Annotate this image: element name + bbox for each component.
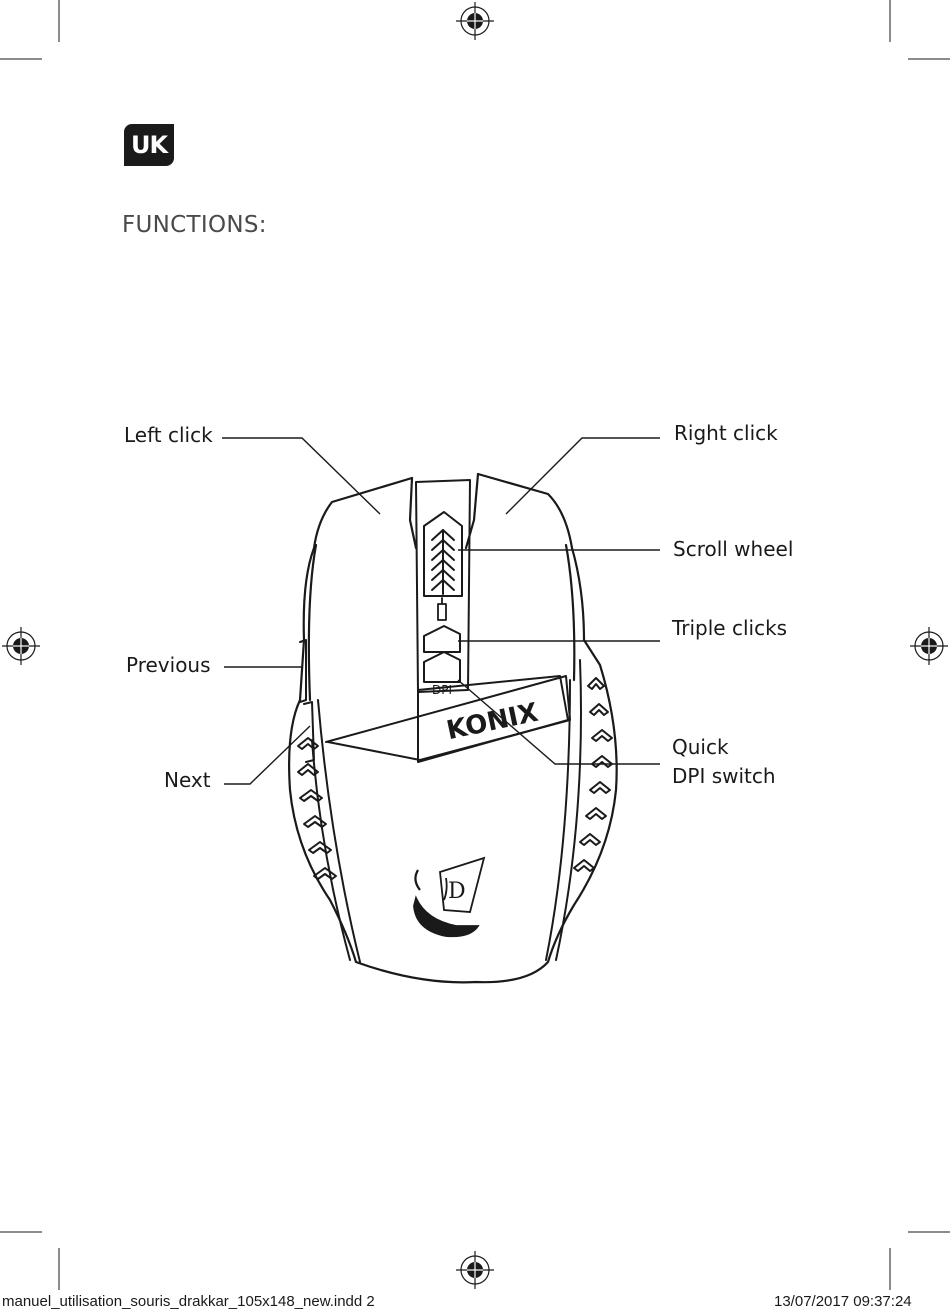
callout-right-click: Right click <box>674 421 778 445</box>
logo-plate <box>417 675 569 763</box>
callout-triple-clicks: Triple clicks <box>672 616 788 640</box>
registration-mark-icon <box>2 627 40 665</box>
dpi-label: DPI <box>432 683 452 697</box>
leader-left-click <box>222 437 381 515</box>
footer-timestamp: 13/07/2017 09:37:24 <box>774 1293 912 1310</box>
scroll-wheel-outline <box>423 511 463 597</box>
left-button-outline <box>408 476 418 550</box>
svg-text:D: D <box>448 879 466 904</box>
right-button-outline <box>464 472 480 550</box>
leader-quick-dpi <box>457 679 660 765</box>
registration-mark-icon <box>456 2 494 40</box>
callout-leader-lines <box>222 437 660 785</box>
chevron-up-icon <box>573 677 613 872</box>
callout-scroll-wheel: Scroll wheel <box>673 537 794 561</box>
center-panel <box>415 479 471 693</box>
chevron-up-icon <box>297 737 337 880</box>
section-title: FUNCTIONS: <box>122 212 267 238</box>
footer-filename: manuel_utilisation_souris_drakkar_105x14… <box>2 1293 375 1310</box>
leader-right-click <box>505 437 660 515</box>
callout-next: Next <box>164 768 211 792</box>
registration-mark-icon <box>456 1251 494 1289</box>
scroll-wheel-chevrons <box>431 529 455 595</box>
registration-mark-icon <box>910 627 948 665</box>
leader-next <box>224 725 311 785</box>
previous-side-button <box>299 639 307 703</box>
drakkar-ship-logo-icon: D <box>413 856 486 938</box>
callout-previous: Previous <box>126 653 211 677</box>
mouse-body-outline <box>288 472 618 984</box>
language-badge: UK <box>124 124 174 166</box>
dpi-button <box>423 651 461 683</box>
mode-indicator <box>437 597 447 621</box>
callout-left-click: Left click <box>124 423 213 447</box>
callout-quick-dpi-line1: Quick <box>672 735 729 759</box>
mouse-drawing <box>288 472 618 984</box>
next-side-button <box>303 701 315 763</box>
triple-click-button <box>423 625 461 653</box>
callout-quick-dpi-line2: DPI switch <box>672 764 776 788</box>
